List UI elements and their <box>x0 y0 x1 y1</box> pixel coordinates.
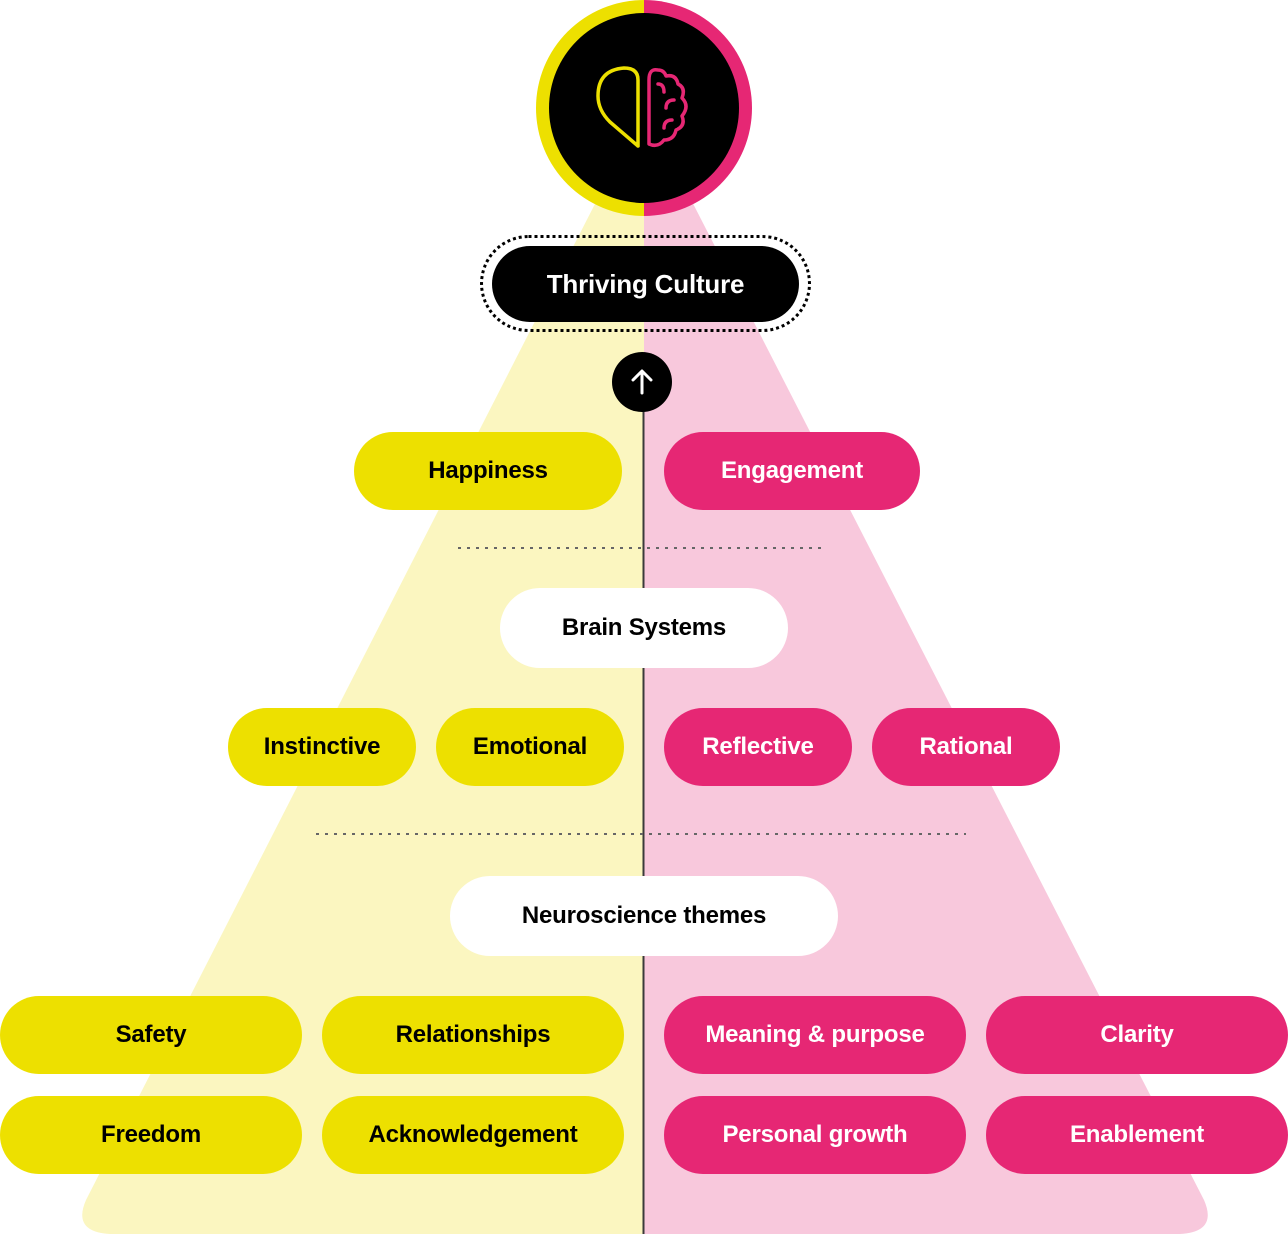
theme-meaning-purpose[interactable]: Meaning & purpose <box>664 996 966 1074</box>
neuroscience-themes-heading: Neuroscience themes <box>450 876 838 956</box>
brain-system-instinctive[interactable]: Instinctive <box>228 708 416 786</box>
brain-system-rational[interactable]: Rational <box>872 708 1060 786</box>
theme-relationships[interactable]: Relationships <box>322 996 624 1074</box>
arrow-up-button[interactable] <box>612 352 672 412</box>
theme-freedom[interactable]: Freedom <box>0 1096 302 1174</box>
thriving-culture-pill[interactable]: Thriving Culture <box>492 246 799 322</box>
thriving-culture-dotted-ring <box>480 235 811 332</box>
theme-clarity[interactable]: Clarity <box>986 996 1288 1074</box>
engagement-pill[interactable]: Engagement <box>664 432 920 510</box>
theme-safety[interactable]: Safety <box>0 996 302 1074</box>
brain-system-reflective[interactable]: Reflective <box>664 708 852 786</box>
heart-brain-logo <box>536 0 752 216</box>
theme-enablement[interactable]: Enablement <box>986 1096 1288 1174</box>
brain-system-emotional[interactable]: Emotional <box>436 708 624 786</box>
arrow-up-icon <box>631 369 653 395</box>
theme-acknowledgement[interactable]: Acknowledgement <box>322 1096 624 1174</box>
brain-systems-heading: Brain Systems <box>500 588 788 668</box>
happiness-pill[interactable]: Happiness <box>354 432 622 510</box>
brain-half-icon <box>647 67 688 148</box>
theme-personal-growth[interactable]: Personal growth <box>664 1096 966 1174</box>
heart-half-icon <box>596 66 640 148</box>
